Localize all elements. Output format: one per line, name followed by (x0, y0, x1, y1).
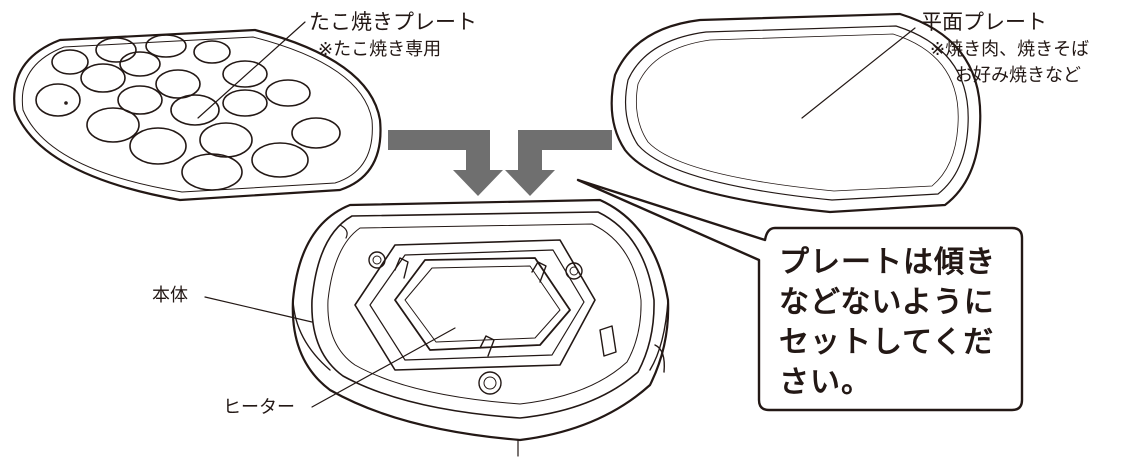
takoyaki-wells (35, 34, 341, 191)
callout-line: さい。 (779, 365, 872, 400)
callout-line: などないように (779, 285, 995, 320)
takoyaki-plate (13, 21, 382, 202)
heater-label: ヒーター (223, 397, 295, 418)
flat-plate-note-line1: ※焼き肉、焼きそば (930, 39, 1090, 60)
callout-line: セットしてくだ (779, 325, 995, 360)
flat-plate-note-line2: お好み焼きなど (955, 65, 1081, 86)
callout-line: プレートは傾き (779, 245, 996, 280)
base-unit-label: 本体 (152, 285, 188, 306)
flat-plate (610, 12, 982, 214)
callout-text: プレートは傾き などないように セットしてくだ さい。 (779, 243, 1009, 403)
down-arrow-icon (388, 130, 612, 196)
takoyaki-plate-label: たこ焼きプレート (309, 10, 477, 34)
takoyaki-plate-note: ※たこ焼き専用 (318, 39, 442, 60)
callout-bubble (576, 178, 1024, 412)
flat-plate-label: 平面プレート (921, 10, 1047, 34)
base-unit (204, 198, 670, 457)
